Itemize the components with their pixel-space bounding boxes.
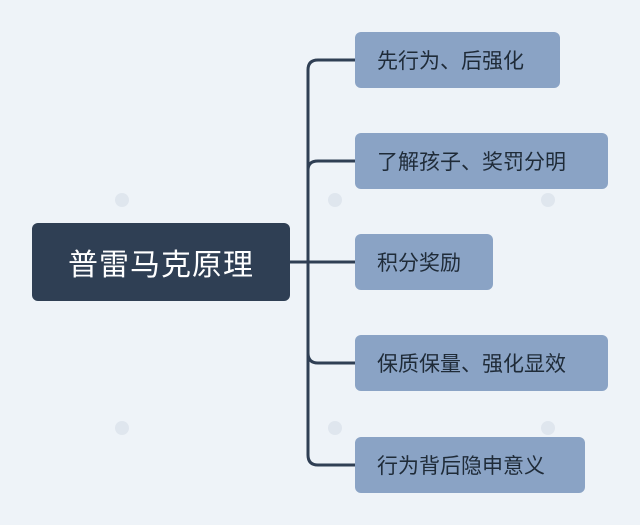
branch-label: 先行为、后强化: [377, 49, 524, 73]
watermark-marks: [115, 193, 555, 435]
branch-label: 行为背后隐申意义: [377, 454, 545, 478]
branch-label: 了解孩子、奖罚分明: [377, 150, 566, 174]
connectors: [290, 58, 355, 467]
branch-node[interactable]: 行为背后隐申意义: [355, 437, 585, 493]
connector-branch-4: [306, 352, 355, 365]
branch-node[interactable]: 保质保量、强化显效: [355, 335, 608, 391]
branch-node[interactable]: 了解孩子、奖罚分明: [355, 133, 608, 189]
branch-node[interactable]: 先行为、后强化: [355, 32, 560, 88]
root-label: 普雷马克原理: [68, 248, 254, 283]
branch-node[interactable]: 积分奖励: [355, 234, 493, 290]
connector-branch-2: [306, 159, 355, 171]
root-node[interactable]: 普雷马克原理: [32, 223, 290, 301]
branch-label: 积分奖励: [377, 251, 461, 275]
branch-label: 保质保量、强化显效: [377, 352, 566, 376]
